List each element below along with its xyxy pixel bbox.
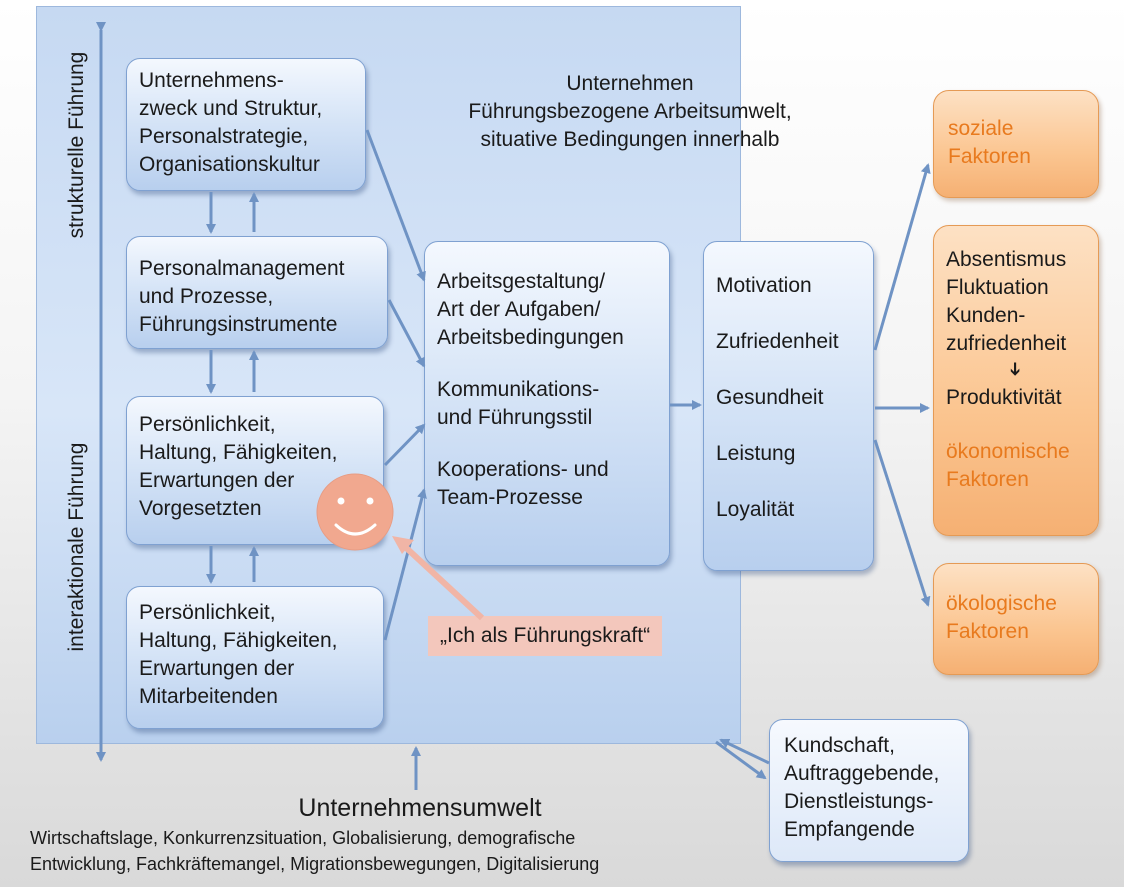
box-line: Faktoren: [946, 620, 1029, 643]
box-line: Mitarbeitenden: [139, 685, 278, 708]
box-line: Persönlichkeit,: [139, 413, 276, 436]
box-customers: Kundschaft, Auftraggebende, Dienstleistu…: [769, 719, 969, 862]
box-line: Auftraggebende,: [784, 762, 940, 785]
box-line: Arbeitsbedingungen: [437, 326, 624, 349]
environment-line1: Wirtschaftslage, Konkurrenzsituation, Gl…: [30, 828, 576, 848]
box-line: Fluktuation: [946, 276, 1049, 299]
environment-line2: Entwicklung, Fachkräftemangel, Migration…: [30, 854, 600, 874]
box-personnel-management: Personalmanagement und Prozesse, Führung…: [126, 236, 388, 349]
box-line: Kommunikations-: [437, 378, 600, 401]
box-line: Vorgesetzten: [139, 497, 262, 520]
outcome-performance: Leistung: [716, 442, 796, 465]
outcome-satisfaction: Zufriedenheit: [716, 330, 839, 353]
connector-arrow: [383, 488, 427, 641]
box-economic-factors: Absentismus Fluktuation Kunden- zufriede…: [933, 225, 1099, 536]
box-line: Arbeitsgestaltung/: [437, 270, 606, 293]
company-title-line3: situative Bedingungen innerhalb: [480, 128, 780, 151]
company-title-line2: Führungsbezogene Arbeitsumwelt,: [468, 100, 792, 123]
box-employee-personality: Persönlichkeit, Haltung, Fähigkeiten, Er…: [126, 586, 384, 729]
box-line: ökonomische: [946, 440, 1070, 463]
outcome-health: Gesundheit: [716, 386, 824, 409]
connector-arrow: [383, 423, 426, 467]
box-line: zufriedenheit: [946, 332, 1067, 355]
outcome-loyalty: Loyalität: [716, 498, 795, 521]
box-ecological-factors: ökologische Faktoren: [933, 563, 1099, 675]
box-line: Haltung, Fähigkeiten,: [139, 441, 338, 464]
box-line: Kunden-: [946, 304, 1026, 327]
box-line: Kooperations- und: [437, 458, 609, 481]
box-line: zweck und Struktur,: [139, 97, 323, 120]
box-line: Kundschaft,: [784, 734, 895, 757]
company-title-line1: Unternehmen: [566, 72, 694, 95]
connector-arrow: [873, 439, 931, 607]
box-line: Erwartungen der: [139, 657, 295, 680]
box-line: Personalmanagement: [139, 257, 345, 280]
box-line: und Führungsstil: [437, 406, 593, 429]
box-line: Unternehmens-: [139, 69, 284, 92]
box-line: Produktivität: [946, 386, 1062, 409]
box-line: Organisationskultur: [139, 153, 320, 176]
box-line: Team-Prozesse: [437, 486, 583, 509]
box-line: Faktoren: [948, 145, 1031, 168]
company-title: Unternehmen Führungsbezogene Arbeitsumwe…: [430, 70, 830, 154]
box-line: Art der Aufgaben/: [437, 298, 601, 321]
smiley-pointer: [399, 541, 485, 621]
box-company-purpose: Unternehmens- zweck und Struktur, Person…: [126, 58, 366, 191]
box-line: Führungsinstrumente: [139, 313, 338, 336]
box-line: Empfangende: [784, 818, 915, 841]
box-outcomes: Motivation Zufriedenheit Gesundheit Leis…: [703, 241, 874, 571]
box-line: Dienstleistungs-: [784, 790, 934, 813]
box-line: Haltung, Fähigkeiten,: [139, 629, 338, 652]
connector-arrow: [387, 299, 426, 368]
box-social-factors: soziale Faktoren: [933, 90, 1099, 198]
outcome-motivation: Motivation: [716, 274, 812, 297]
environment-title: Unternehmensumwelt: [298, 794, 542, 822]
smiley-icon: [316, 473, 394, 551]
ich-als-fuehrungskraft-label: „Ich als Führungskraft“: [428, 616, 663, 656]
box-line: Personalstrategie,: [139, 125, 309, 148]
box-line: Erwartungen der: [139, 469, 295, 492]
connector-arrow: [715, 740, 767, 780]
connector-arrow: [873, 163, 931, 351]
box-line: und Prozesse,: [139, 285, 274, 308]
box-line: Absentismus: [946, 248, 1067, 271]
box-line: soziale: [948, 117, 1014, 140]
smiley-pointer-head: [392, 536, 414, 554]
box-line: Faktoren: [946, 468, 1029, 491]
box-line: Persönlichkeit,: [139, 601, 276, 624]
box-work-design: Arbeitsgestaltung/ Art der Aufgaben/ Arb…: [424, 241, 670, 566]
connector-arrow: [719, 738, 770, 765]
connector-arrow: [365, 129, 426, 282]
box-line: ökologische: [946, 592, 1057, 615]
